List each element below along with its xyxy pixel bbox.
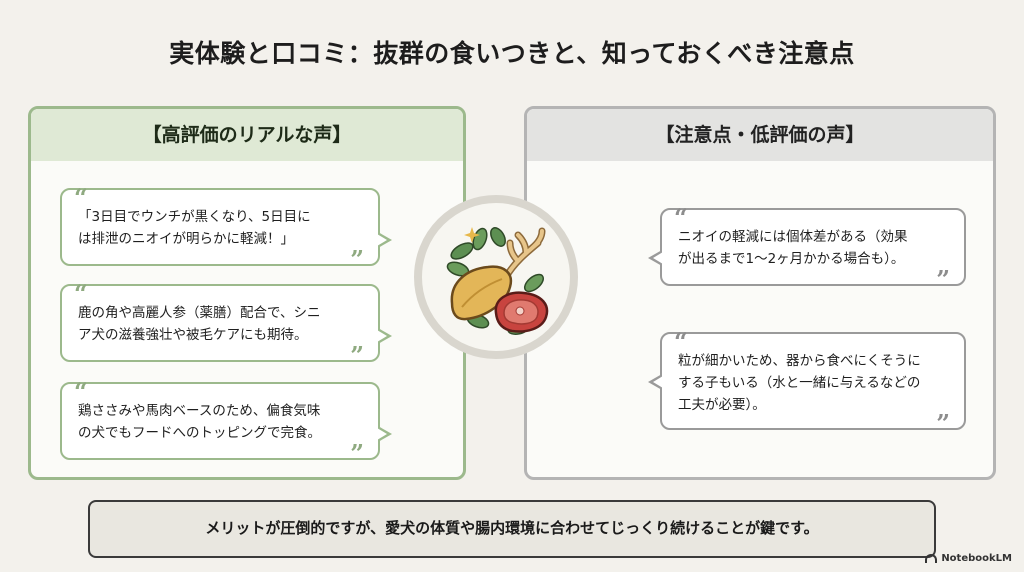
quote-close-icon: ” [936,409,950,438]
quote-text-line: 鶏ささみや馬肉ベースのため、偏食気味 [78,403,321,419]
positive-reviews-header: 【高評価のリアルな声】 [31,109,463,161]
summary-banner: メリットが圧倒的ですが、愛犬の体質や腸内環境に合わせてじっくり続けることが鍵です… [88,500,936,558]
quote-text-line: ア犬の滋養強壮や被毛ケアにも期待。 [78,327,308,343]
quote-text-line: する子もいる（水と一緒に与えるなどの [678,375,921,391]
quote-text-line: は排泄のニオイが明らかに軽減！」 [78,231,294,247]
brand-name: NotebookLM [941,553,1012,564]
quote-open-icon: “ [74,279,88,308]
quote-close-icon: ” [936,265,950,294]
quote-text-line: の犬でもフードへのトッピングで完食。 [78,425,321,441]
quote-open-icon: “ [674,203,688,232]
chicken-venison-meat-herbs-icon [446,227,549,335]
caution-quote-1: “ ニオイの軽減には個体差がある（効果 が出るまで1～2ヶ月かかる場合も）。 ” [648,203,966,292]
quote-text-line: が出るまで1～2ヶ月かかる場合も）。 [678,251,905,267]
quote-text-line: 工夫が必要）。 [678,397,766,413]
quote-close-icon: ” [350,341,364,370]
quote-text-line: ニオイの軽減には個体差がある（効果 [678,229,908,245]
center-illustration [414,195,578,359]
caution-reviews-header: 【注意点・低評価の声】 [527,109,993,161]
quote-close-icon: ” [350,245,364,274]
quote-open-icon: “ [674,327,688,356]
positive-quote-3: “ 鶏ささみや馬肉ベースのため、偏食気味 の犬でもフードへのトッピングで完食。 … [60,377,392,466]
positive-quote-1: “ 「3日目でウンチが黒くなり、5日目に は排泄のニオイが明らかに軽減！」 ” [60,183,392,272]
quote-text-line: 鹿の角や高麗人参（薬膳）配合で、シニ [78,305,321,321]
quote-text-line: 粒が細かいため、器から食べにくそうに [678,353,921,369]
page-title: 実体験と口コミ：抜群の食いつきと、知っておくべき注意点 [169,39,855,68]
quote-open-icon: “ [74,377,88,406]
quote-close-icon: ” [350,439,364,468]
quote-open-icon: “ [74,183,88,212]
brand-watermark: NotebookLM [925,553,1012,564]
caution-quote-2: “ 粒が細かいため、器から食べにくそうに する子もいる（水と一緒に与えるなどの … [648,327,966,436]
positive-quote-2: “ 鹿の角や高麗人参（薬膳）配合で、シニ ア犬の滋養強壮や被毛ケアにも期待。 ” [60,279,392,368]
quote-text-line: 「3日目でウンチが黒くなり、5日目に [78,209,311,225]
notebooklm-logo-icon [925,554,938,563]
